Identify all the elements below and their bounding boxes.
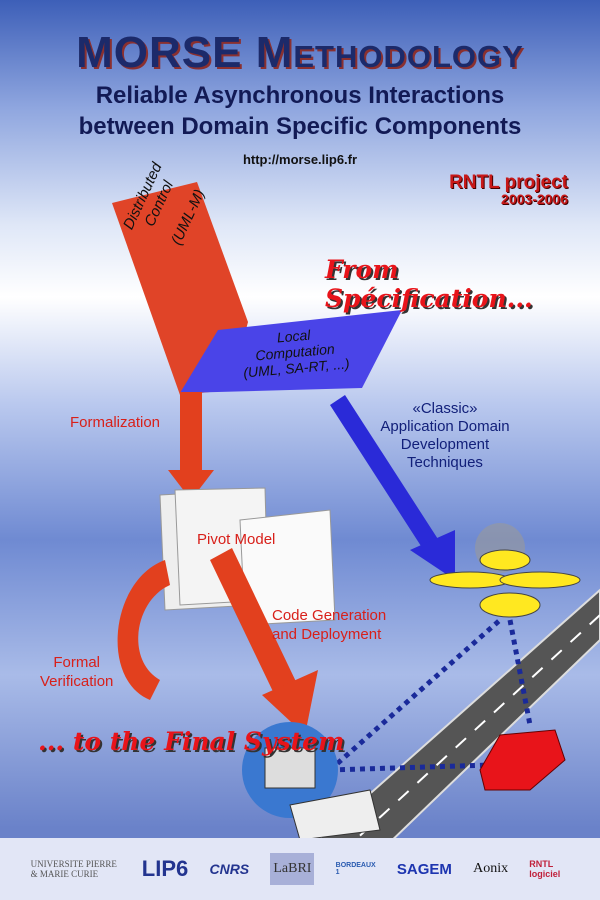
codegen-arrow [210,548,318,735]
classic-arrow [330,395,455,580]
classic-line2: Application Domain [380,418,510,435]
verification-cycle-arrow [117,560,170,700]
project-years: 2003-2006 [501,191,568,207]
logo-aonix: Aonix [473,861,509,876]
project-name: RNTL project [449,172,568,193]
classic-line3: Development [400,436,490,453]
logo-bordeaux1: BORDEAUX 1 [335,862,376,876]
partner-logos-bar: UNIVERSITE PIERRE & MARIE CURIE LIP6 CNR… [0,838,600,900]
classic-line1: «Classic» [412,400,478,417]
logo-rntl: RNTL logiciel [529,859,561,879]
logo-labri: LaBRI [270,853,315,885]
subtitle-line2: between Domain Specific Components [78,113,522,140]
formalization-arrow [168,392,214,500]
car [479,729,566,791]
formal-verif-line2: Verification [40,673,114,690]
formalization-label: Formalization [70,414,161,431]
page-title: MORSE Methodology [76,28,524,77]
logo-sagem: SAGEM [396,860,452,878]
from-specification-heading: From Spécification... [325,255,533,313]
local-computation-panel [180,310,402,393]
formal-verification-label: Formal Verification [40,653,113,691]
classic-line4: Techniques [407,454,483,471]
logo-upmc: UNIVERSITE PIERRE & MARIE CURIE [30,859,117,879]
classic-techniques-label: «Classic» Application Domain Development… [365,400,525,472]
formal-verif-line1: Formal [53,654,101,671]
subtitle-line1: Reliable Asynchronous Interactions [95,82,505,109]
codegen-line2: and Deployment [272,626,382,643]
pivot-model-label: Pivot Model [197,531,276,548]
logo-lip6: LIP6 [141,856,189,881]
computer [242,722,381,841]
flying-vehicle [429,549,581,618]
codegen-line1: Code Generation [272,607,387,624]
final-system-heading: ... to the Final System [38,727,345,756]
codegen-label: Code Generation and Deployment [272,606,386,644]
logo-cnrs: CNRS [209,861,250,877]
project-url[interactable]: http://morse.lip6.fr [242,152,358,167]
